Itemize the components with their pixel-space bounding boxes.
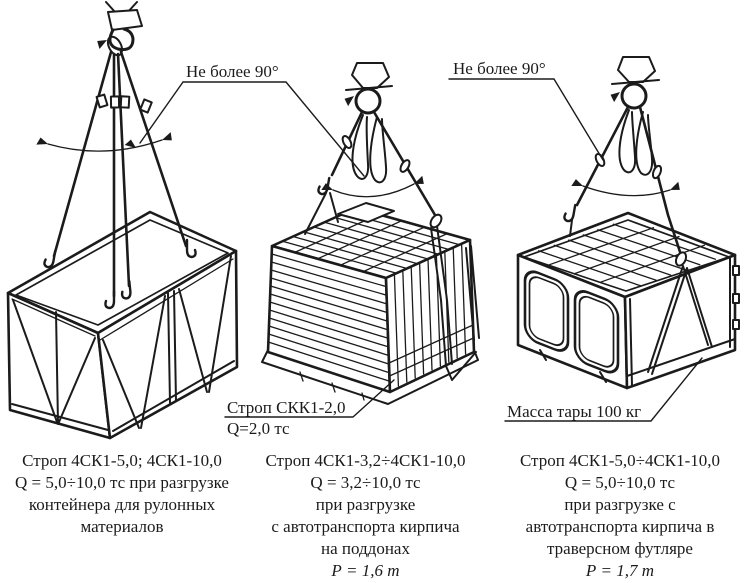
lattice-container bbox=[6, 210, 239, 440]
caption-line: Q = 5,0÷10,0 тс при разгрузке bbox=[15, 473, 229, 492]
tare-mass-text: Масса тары 100 кг bbox=[507, 402, 642, 421]
caption-line: Q = 3,2÷10,0 тс bbox=[310, 473, 421, 492]
shackle-icon bbox=[429, 213, 443, 229]
tare-mass-label: Масса тары 100 кг bbox=[507, 402, 641, 421]
caption-right: Строп 4СК1-5,0÷4СК1-10,0 Q = 5,0÷10,0 тс… bbox=[492, 450, 748, 582]
angle-arc bbox=[571, 178, 682, 197]
sling-legs bbox=[304, 110, 443, 235]
angle-limit-label-right: Не более 90° bbox=[453, 59, 546, 78]
caption-line: на поддонах bbox=[321, 539, 410, 558]
case-openings bbox=[523, 270, 620, 374]
angle-limit-label-left: Не более 90° bbox=[186, 62, 279, 81]
sling-type-text: Строп СКК1-2,0 bbox=[227, 398, 346, 417]
right-scheme-drawing bbox=[516, 56, 740, 390]
caption-left: Строп 4СК1-5,0; 4СК1-10,0 Q = 5,0÷10,0 т… bbox=[2, 450, 242, 538]
caption-line: материалов bbox=[80, 517, 164, 536]
caption-line: автотранспорта кирпича в bbox=[525, 517, 715, 536]
sling-legs bbox=[562, 105, 688, 267]
caption-middle: Строп 4СК1-3,2÷4СК1-10,0 Q = 3,2÷10,0 тс… bbox=[243, 450, 488, 582]
angle-limit-text: Не более 90° bbox=[186, 62, 279, 81]
shackle-icon bbox=[674, 251, 688, 267]
caption-line: Строп 4СК1-3,2÷4СК1-10,0 bbox=[265, 451, 466, 470]
middle-sling-label: Строп СКК1-2,0 Q=2,0 тс bbox=[227, 397, 346, 439]
caption-line: с автотранспорта кирпича bbox=[271, 517, 460, 536]
sling-legs bbox=[42, 50, 197, 310]
caption-line: контейнера для рулонных bbox=[28, 495, 216, 514]
caption-weight-formula: Р = 1,7 т bbox=[585, 561, 655, 580]
angle-arc bbox=[36, 132, 174, 152]
left-scheme-drawing bbox=[6, 1, 239, 440]
angle-limit-text: Не более 90° bbox=[453, 59, 546, 78]
traverse-case bbox=[516, 211, 740, 390]
crane-hook-icon bbox=[609, 56, 660, 110]
caption-line: Q = 5,0÷10,0 тс bbox=[564, 473, 676, 492]
caption-line: Строп 4СК1-5,0; 4СК1-10,0 bbox=[22, 451, 222, 470]
angle-arc bbox=[321, 175, 426, 198]
caption-line: Строп 4СК1-5,0÷4СК1-10,0 bbox=[519, 451, 721, 470]
crane-hook-icon bbox=[343, 62, 393, 115]
caption-line: траверсном футляре bbox=[547, 539, 693, 558]
crane-hook-icon bbox=[95, 1, 143, 57]
callout-leaders bbox=[124, 78, 703, 422]
caption-line: при разгрузке bbox=[315, 495, 416, 514]
caption-line: при разгрузке с bbox=[564, 495, 676, 514]
caption-weight-formula: Р = 1,6 т bbox=[331, 561, 400, 580]
sling-capacity-text: Q=2,0 тс bbox=[227, 419, 290, 438]
brick-stack bbox=[261, 202, 480, 405]
middle-scheme-drawing bbox=[261, 62, 480, 405]
